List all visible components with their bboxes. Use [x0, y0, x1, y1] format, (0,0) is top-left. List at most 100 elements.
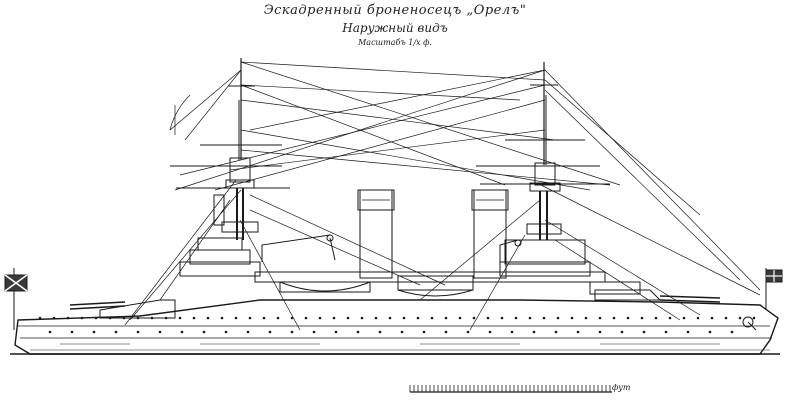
- porthole: [66, 316, 70, 320]
- porthole: [164, 316, 168, 320]
- porthole: [356, 330, 360, 334]
- porthole: [122, 316, 126, 320]
- porthole: [422, 330, 426, 334]
- boat-cranes: [261, 234, 522, 262]
- porthole: [528, 316, 532, 320]
- drawing-subtitle: Наружный видъ: [342, 21, 448, 35]
- porthole: [374, 316, 378, 320]
- porthole: [114, 330, 118, 334]
- porthole: [430, 316, 434, 320]
- porthole: [202, 330, 206, 334]
- porthole: [472, 316, 476, 320]
- aft-funnel: [473, 189, 507, 279]
- porthole: [444, 316, 448, 320]
- porthole: [686, 330, 690, 334]
- porthole: [248, 316, 252, 320]
- porthole: [612, 316, 616, 320]
- main-turrets: [69, 289, 721, 319]
- porthole: [532, 330, 536, 334]
- porthole: [48, 330, 52, 334]
- funnels: [357, 189, 509, 279]
- porthole: [400, 330, 404, 334]
- porthole: [70, 330, 74, 334]
- porthole: [246, 330, 250, 334]
- porthole: [220, 316, 224, 320]
- drawing-scale-note: Масштабъ 1/х ф.: [358, 38, 432, 47]
- porthole: [178, 316, 182, 320]
- porthole: [556, 316, 560, 320]
- porthole: [388, 316, 392, 320]
- porthole: [664, 330, 668, 334]
- porthole: [668, 316, 672, 320]
- porthole: [94, 316, 98, 320]
- porthole: [52, 316, 56, 320]
- porthole: [136, 316, 140, 320]
- porthole: [598, 330, 602, 334]
- porthole: [206, 316, 210, 320]
- porthole: [318, 316, 322, 320]
- porthole: [696, 316, 700, 320]
- porthole: [108, 316, 112, 320]
- porthole: [180, 330, 184, 334]
- porthole: [158, 330, 162, 334]
- scale-bar: [409, 385, 612, 393]
- porthole: [276, 316, 280, 320]
- porthole: [724, 316, 728, 320]
- porthole: [640, 316, 644, 320]
- fore-funnel: [359, 189, 393, 279]
- porthole: [378, 330, 382, 334]
- porthole: [486, 316, 490, 320]
- porthole: [234, 316, 238, 320]
- porthole: [334, 330, 338, 334]
- mainmast: [526, 62, 562, 240]
- hull-portholes: [38, 316, 756, 334]
- porthole: [466, 330, 470, 334]
- porthole: [224, 330, 228, 334]
- rigging-lines: [124, 61, 761, 331]
- porthole: [598, 316, 602, 320]
- foremast: [213, 58, 259, 240]
- porthole: [458, 316, 462, 320]
- porthole: [626, 316, 630, 320]
- porthole: [268, 330, 272, 334]
- porthole: [654, 316, 658, 320]
- porthole: [444, 330, 448, 334]
- porthole: [92, 330, 96, 334]
- porthole: [192, 316, 196, 320]
- porthole: [682, 316, 686, 320]
- porthole: [542, 316, 546, 320]
- porthole: [730, 330, 734, 334]
- porthole: [708, 330, 712, 334]
- porthole: [304, 316, 308, 320]
- porthole: [262, 316, 266, 320]
- porthole: [416, 316, 420, 320]
- porthole: [500, 316, 504, 320]
- porthole: [570, 316, 574, 320]
- porthole: [312, 330, 316, 334]
- porthole: [642, 330, 646, 334]
- porthole: [346, 316, 350, 320]
- superstructure: [179, 237, 641, 297]
- bow-anchor: [742, 316, 757, 331]
- porthole: [738, 316, 742, 320]
- porthole: [584, 316, 588, 320]
- porthole: [402, 316, 406, 320]
- porthole: [332, 316, 336, 320]
- stern-flag: [4, 268, 28, 330]
- drawing-title: Эскадренный броненосецъ „Орелъ": [263, 3, 527, 18]
- porthole: [38, 316, 42, 320]
- porthole: [80, 316, 84, 320]
- porthole: [360, 316, 364, 320]
- porthole: [290, 330, 294, 334]
- porthole: [510, 330, 514, 334]
- porthole: [710, 316, 714, 320]
- porthole: [514, 316, 518, 320]
- hull: [10, 299, 780, 355]
- porthole: [290, 316, 294, 320]
- jack-flag: [765, 268, 783, 310]
- porthole: [150, 316, 154, 320]
- porthole: [136, 330, 140, 334]
- porthole: [554, 330, 558, 334]
